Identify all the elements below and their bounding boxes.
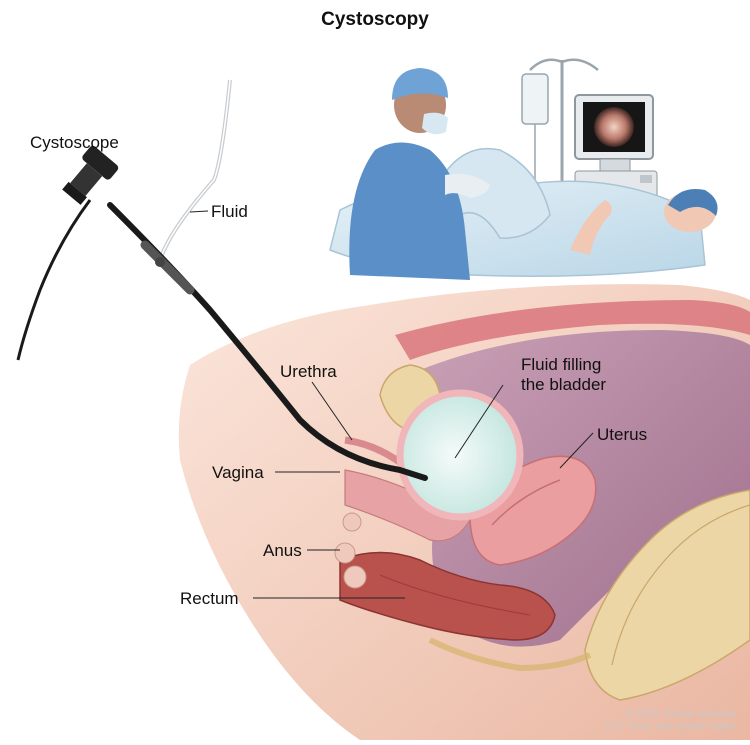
leader-lines (189, 210, 594, 599)
bladder (396, 389, 524, 521)
patient-legs (429, 147, 551, 239)
label-rectum: Rectum (180, 589, 239, 608)
sacrum (584, 489, 750, 701)
label-vagina: Vagina (212, 463, 264, 482)
anus (334, 542, 356, 564)
copyright-credit: © 2022 Terese Winslow U.S. Govt. has cer… (605, 708, 736, 732)
abdominal-wall (395, 300, 750, 360)
fluid-tube (158, 79, 232, 261)
surgeon (349, 68, 490, 280)
vaginal-canal (344, 469, 471, 542)
fluid-bag (521, 73, 549, 125)
credit-line2: U.S. Govt. has certain rights (604, 720, 736, 732)
label-uterus: Uterus (597, 425, 648, 444)
rectum (339, 551, 556, 641)
credit-line1: © 2022 Terese Winslow (625, 708, 736, 720)
cystoscope-instrument (16, 145, 428, 481)
patient-arm (570, 200, 612, 255)
label-fluid-filling-line1: Fluid filling (521, 355, 602, 374)
label-anus: Anus (263, 541, 302, 560)
label-fluid: Fluid (211, 202, 248, 221)
label-urethra: Urethra (280, 362, 337, 381)
label-fluid-filling-line2: the bladder (521, 375, 607, 394)
operating-room-scene (329, 58, 718, 280)
label-cystoscope: Cystoscope (30, 133, 119, 152)
monitor-image (594, 107, 634, 147)
surgical-mask (422, 112, 448, 135)
anatomy-cross-section (178, 284, 750, 740)
diagram-title: Cystoscopy (321, 9, 429, 30)
surgical-cap (392, 68, 448, 100)
patient-head (664, 189, 718, 232)
light-cable (16, 199, 92, 361)
